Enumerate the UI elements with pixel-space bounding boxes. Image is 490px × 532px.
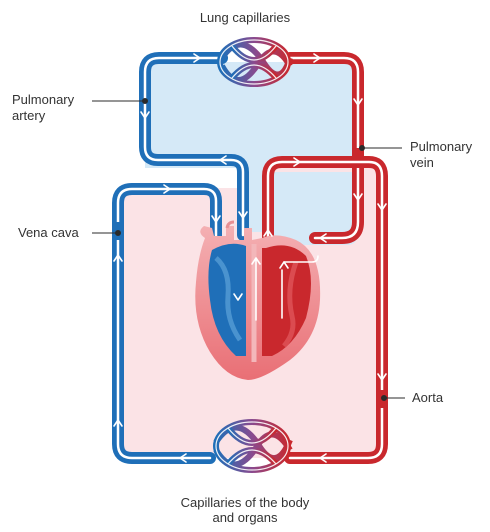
- label-vena-cava: Vena cava: [18, 225, 79, 241]
- label-pulmonary-vein: Pulmonary vein: [410, 139, 472, 171]
- label-body-capillaries: Capillaries of the body and organs: [150, 495, 340, 525]
- label-pulmonary-artery: Pulmonary artery: [12, 92, 74, 124]
- label-lung-capillaries: Lung capillaries: [170, 10, 320, 26]
- label-aorta: Aorta: [412, 390, 443, 406]
